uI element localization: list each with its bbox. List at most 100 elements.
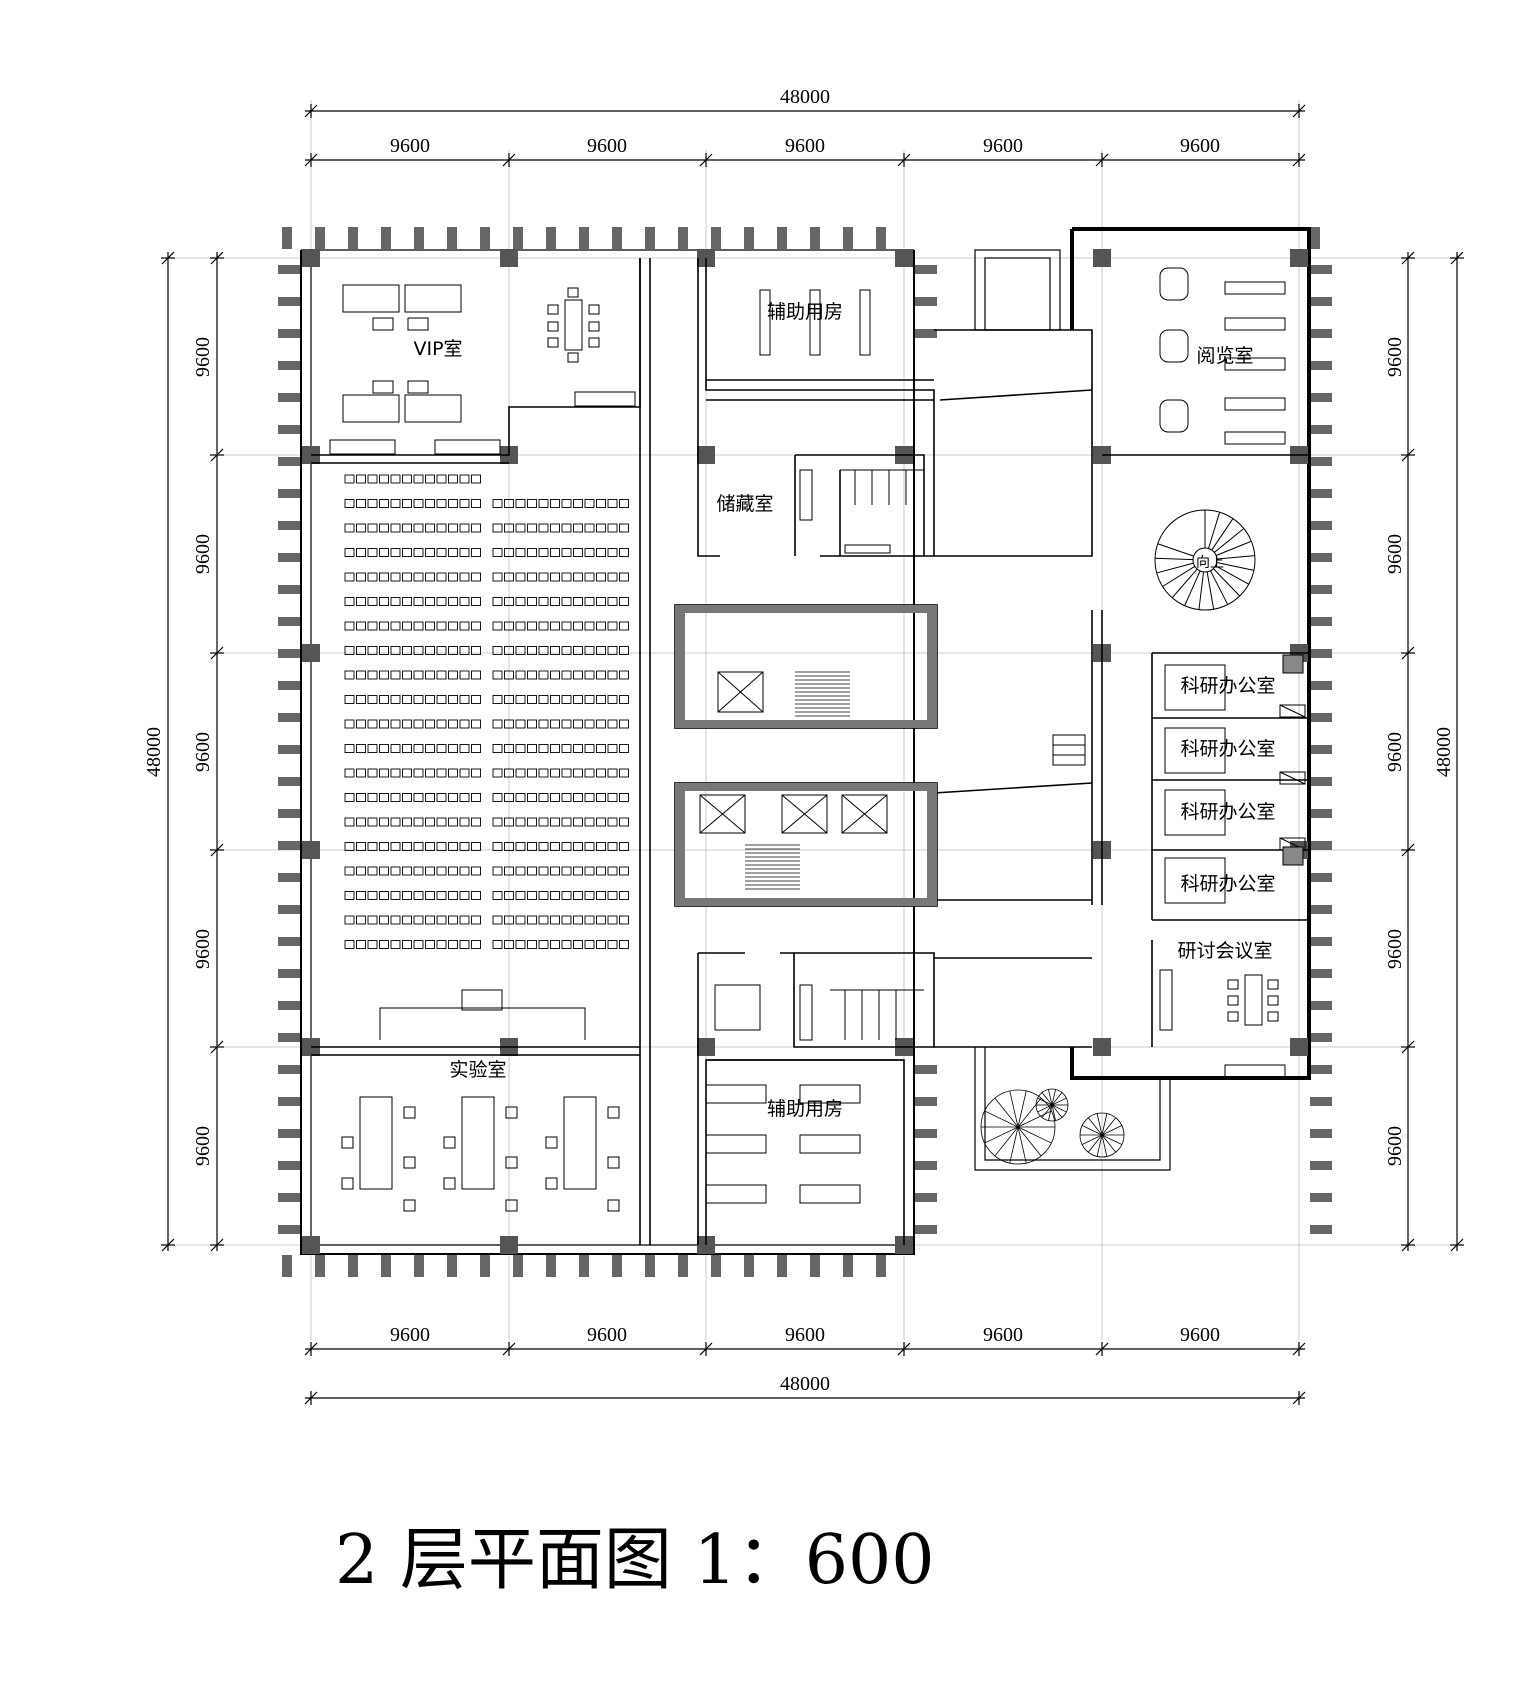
room-label-office-2: 科研办公室 (1180, 738, 1275, 760)
seat (379, 695, 389, 704)
seat (402, 915, 412, 925)
seat (379, 474, 389, 484)
seat (492, 670, 503, 680)
seat (356, 646, 366, 655)
seat (538, 621, 549, 631)
fin (278, 937, 300, 946)
spiral-stair (1154, 509, 1256, 611)
seat (573, 842, 583, 851)
fin (546, 1255, 556, 1277)
tree-branch (1048, 1104, 1053, 1121)
dim-tick (1401, 646, 1415, 660)
seat (448, 499, 458, 508)
dim-bottom-overall: 48000 (780, 1373, 830, 1395)
seat (459, 474, 470, 484)
seat (573, 940, 583, 949)
seat (573, 744, 583, 753)
seat (367, 670, 378, 680)
seat (527, 670, 537, 680)
dim-tick (210, 843, 224, 857)
seat (459, 768, 470, 778)
seat (379, 597, 389, 606)
seat (379, 768, 389, 778)
tree-branch (1101, 1134, 1108, 1157)
seat (413, 646, 424, 655)
seat (459, 915, 470, 925)
seat (538, 548, 549, 557)
seat (515, 695, 526, 704)
dim-left-bay: 9600 (192, 337, 214, 377)
dim-tick (502, 153, 516, 167)
column (302, 249, 320, 267)
seat (390, 915, 401, 925)
seat (550, 572, 560, 582)
dim-top-bay: 9600 (1180, 135, 1220, 157)
spiral-tread (1210, 570, 1229, 605)
seat (344, 572, 355, 582)
tree-branch (1017, 1126, 1052, 1144)
seat (356, 597, 366, 606)
spiral-tread (1155, 557, 1194, 561)
fin (278, 777, 300, 786)
seat (584, 768, 595, 778)
seat (492, 768, 503, 778)
seat (619, 695, 629, 704)
seat (561, 695, 572, 704)
seat (413, 719, 424, 729)
seat (356, 768, 366, 778)
fin (1310, 227, 1320, 249)
seat (550, 915, 560, 925)
seat (425, 719, 435, 729)
fin (282, 1255, 292, 1277)
seat (459, 842, 470, 851)
seat (527, 793, 537, 802)
seat (619, 891, 629, 900)
seat (413, 499, 424, 508)
fin (480, 227, 490, 249)
spiral-tread (1184, 570, 1201, 606)
seat (356, 548, 366, 557)
seat (561, 891, 572, 900)
seat (573, 866, 583, 876)
seat (584, 646, 595, 655)
seat (584, 940, 595, 949)
seat (584, 744, 595, 753)
seat (356, 670, 366, 680)
seat (550, 891, 560, 900)
column (895, 249, 913, 267)
seat (619, 915, 629, 925)
seat (504, 866, 514, 876)
tree-branch (1087, 1134, 1103, 1153)
seat (515, 597, 526, 606)
seat (573, 499, 583, 508)
seat (527, 695, 537, 704)
seat (550, 940, 560, 949)
room-label-office-1: 科研办公室 (1180, 675, 1275, 697)
seat (596, 621, 606, 631)
seat (515, 719, 526, 729)
spiral-tread (1198, 571, 1205, 610)
seat (596, 842, 606, 851)
seat (379, 793, 389, 802)
fin (381, 227, 391, 249)
seat (402, 695, 412, 704)
seat (413, 597, 424, 606)
seat (390, 940, 401, 949)
fin (1310, 1129, 1332, 1138)
tree-branch (1082, 1134, 1103, 1145)
tree-branch (1017, 1126, 1027, 1164)
fin (278, 329, 300, 338)
seat (425, 621, 435, 631)
seat (504, 670, 514, 680)
seat (402, 891, 412, 900)
seat (561, 621, 572, 631)
fin (810, 227, 820, 249)
seat (584, 572, 595, 582)
seat (459, 523, 470, 533)
seat (504, 597, 514, 606)
seat (448, 817, 458, 827)
seat (425, 744, 435, 753)
seat (413, 891, 424, 900)
seat (436, 940, 447, 949)
fin (278, 425, 300, 434)
